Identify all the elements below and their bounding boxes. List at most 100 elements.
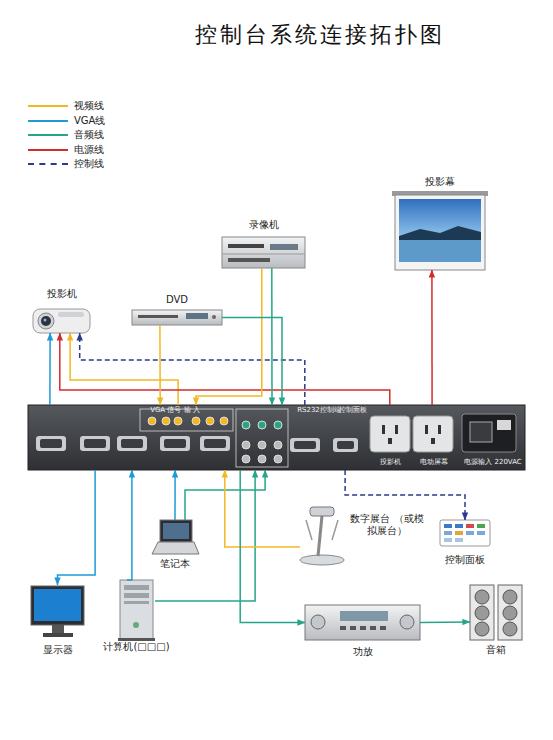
console-panel-art-part — [438, 425, 441, 434]
console-panel-art-part — [395, 425, 398, 434]
monitor-device: 显示器 — [30, 585, 85, 640]
node-label: 电源输入 220VAC — [461, 458, 525, 466]
amplifier-device: 功放 — [305, 605, 420, 640]
projection-screen-art-part — [399, 226, 481, 240]
projection-screen-art-part — [395, 195, 485, 270]
console-panel-art-part — [36, 436, 66, 451]
cable-connector — [174, 470, 176, 520]
console-panel-art-part — [258, 421, 266, 429]
cable-connector — [127, 470, 132, 580]
console-panel-art-part — [290, 438, 320, 452]
amplifier-art-part — [305, 605, 420, 640]
console-panel-art-part — [164, 439, 186, 448]
legend-line-swatch — [28, 149, 68, 151]
computer-tower-art-part — [118, 638, 155, 641]
node-label: 控制面板 — [430, 554, 500, 566]
node-label: 录像机 — [232, 219, 295, 231]
console-panel-art-part — [274, 421, 282, 429]
dvd-device: DVD — [132, 310, 222, 325]
computer-tower-art — [118, 580, 155, 641]
projector-art-part — [38, 313, 54, 329]
console-panel-art-part — [80, 436, 110, 451]
speaker-art-part — [503, 606, 517, 620]
console-panel-art-part — [431, 438, 435, 444]
control-panel-art-part — [477, 524, 485, 528]
cable-connector — [420, 621, 470, 623]
control-panel-art-part — [466, 524, 474, 528]
node-label: 投影机 — [28, 288, 95, 300]
cable-connector — [159, 325, 161, 405]
monitor-art-part — [31, 586, 84, 625]
monitor-art-part — [34, 589, 81, 621]
amplifier-art-part — [370, 626, 376, 630]
amplifier-art-part — [311, 615, 325, 629]
control-panel-art-part — [444, 538, 452, 542]
speaker-device: 音箱 — [470, 585, 522, 640]
console-panel-art-part — [148, 417, 156, 425]
legend-text: VGA线 — [74, 114, 105, 127]
console-panel-art-part — [413, 416, 453, 452]
vcr-art-part — [270, 244, 298, 250]
dvd-art-part — [212, 315, 216, 319]
dvd-art-part — [138, 315, 178, 318]
speaker-art — [470, 585, 522, 640]
computer-tower-art-part — [124, 593, 149, 598]
legend-text: 电源线 — [74, 143, 104, 156]
computer-tower-art-part — [124, 601, 149, 604]
cable-connector — [225, 470, 300, 547]
console-panel-art-part — [162, 417, 170, 425]
legend-line-swatch — [28, 163, 68, 165]
cable-connector — [431, 270, 433, 405]
cable-connector — [60, 333, 390, 405]
control-panel-art-part — [444, 524, 452, 528]
cable-connector — [58, 470, 96, 585]
cable-connector — [240, 470, 305, 623]
control-panel-art-part — [455, 531, 463, 535]
node-label: 计算机(□□□) — [88, 641, 185, 653]
console-panel: VGA 信号 输 入RS232控制端控制面板投影机电动屏幕电源输入 220VAC — [28, 405, 525, 470]
legend-text: 视频线 — [74, 99, 104, 112]
control-panel-device: 控制面板 — [440, 520, 490, 546]
laptop-art — [152, 520, 199, 554]
control-panel-art-part — [444, 531, 452, 535]
console-panel-art-part — [117, 436, 147, 451]
diagram-title: 控制台系统连接拓扑图 — [150, 20, 490, 50]
amplifier-art-part — [400, 615, 414, 629]
speaker-art-part — [503, 590, 517, 604]
speaker-art-part — [475, 606, 489, 620]
cable-connector — [222, 318, 282, 406]
projector-art-part — [41, 316, 51, 326]
vcr-art-part — [222, 237, 305, 268]
projection-screen-art-part — [399, 240, 481, 262]
console-panel-art-part — [274, 455, 282, 463]
node-label: VGA 信号 输 入 — [120, 406, 230, 414]
dvd-art — [132, 310, 222, 325]
control-panel-art-part — [440, 520, 490, 546]
console-panel-art-part — [274, 441, 282, 449]
console-panel-art-part — [382, 425, 385, 434]
speaker-art-part — [475, 590, 489, 604]
console-panel-art-part — [242, 441, 250, 449]
console-panel-art-part — [28, 405, 525, 470]
speaker-art-part — [503, 622, 517, 636]
console-panel-art-part — [425, 425, 428, 434]
visualizer-art-part — [306, 520, 312, 540]
console-panel-art-part — [242, 421, 250, 429]
speaker-art-part — [470, 585, 494, 640]
console-panel-art-part — [294, 441, 316, 449]
amplifier-art-part — [340, 626, 346, 630]
console-panel-art-part — [258, 441, 266, 449]
vcr-art-part — [228, 244, 264, 248]
console-panel-art-part — [462, 414, 516, 452]
amplifier-art-part — [350, 626, 356, 630]
laptop-art-part — [152, 542, 199, 554]
dvd-art-part — [132, 310, 222, 325]
node-label: 电动屏幕 — [413, 458, 455, 466]
visualizer-art-part — [300, 555, 344, 565]
projector-art-part — [58, 312, 84, 317]
console-panel-art-part — [236, 409, 288, 467]
console-panel-art-part — [160, 436, 190, 451]
document-camera: 数字展台 （或模拟展台） — [300, 505, 345, 565]
control-panel-art-part — [455, 538, 463, 542]
